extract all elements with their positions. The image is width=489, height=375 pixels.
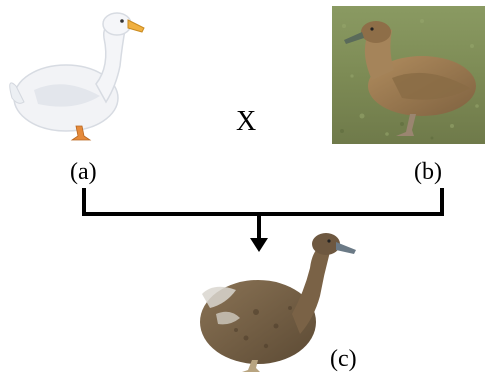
label-parent-b: (b) xyxy=(414,159,442,185)
white-duck-image xyxy=(9,12,145,141)
label-parent-a: (a) xyxy=(70,159,97,185)
khaki-duck-photo xyxy=(332,6,485,144)
offspring-duck-image xyxy=(200,233,356,372)
cross-symbol: X xyxy=(236,106,257,137)
down-arrowhead xyxy=(250,238,268,252)
label-offspring-c: (c) xyxy=(330,346,357,372)
